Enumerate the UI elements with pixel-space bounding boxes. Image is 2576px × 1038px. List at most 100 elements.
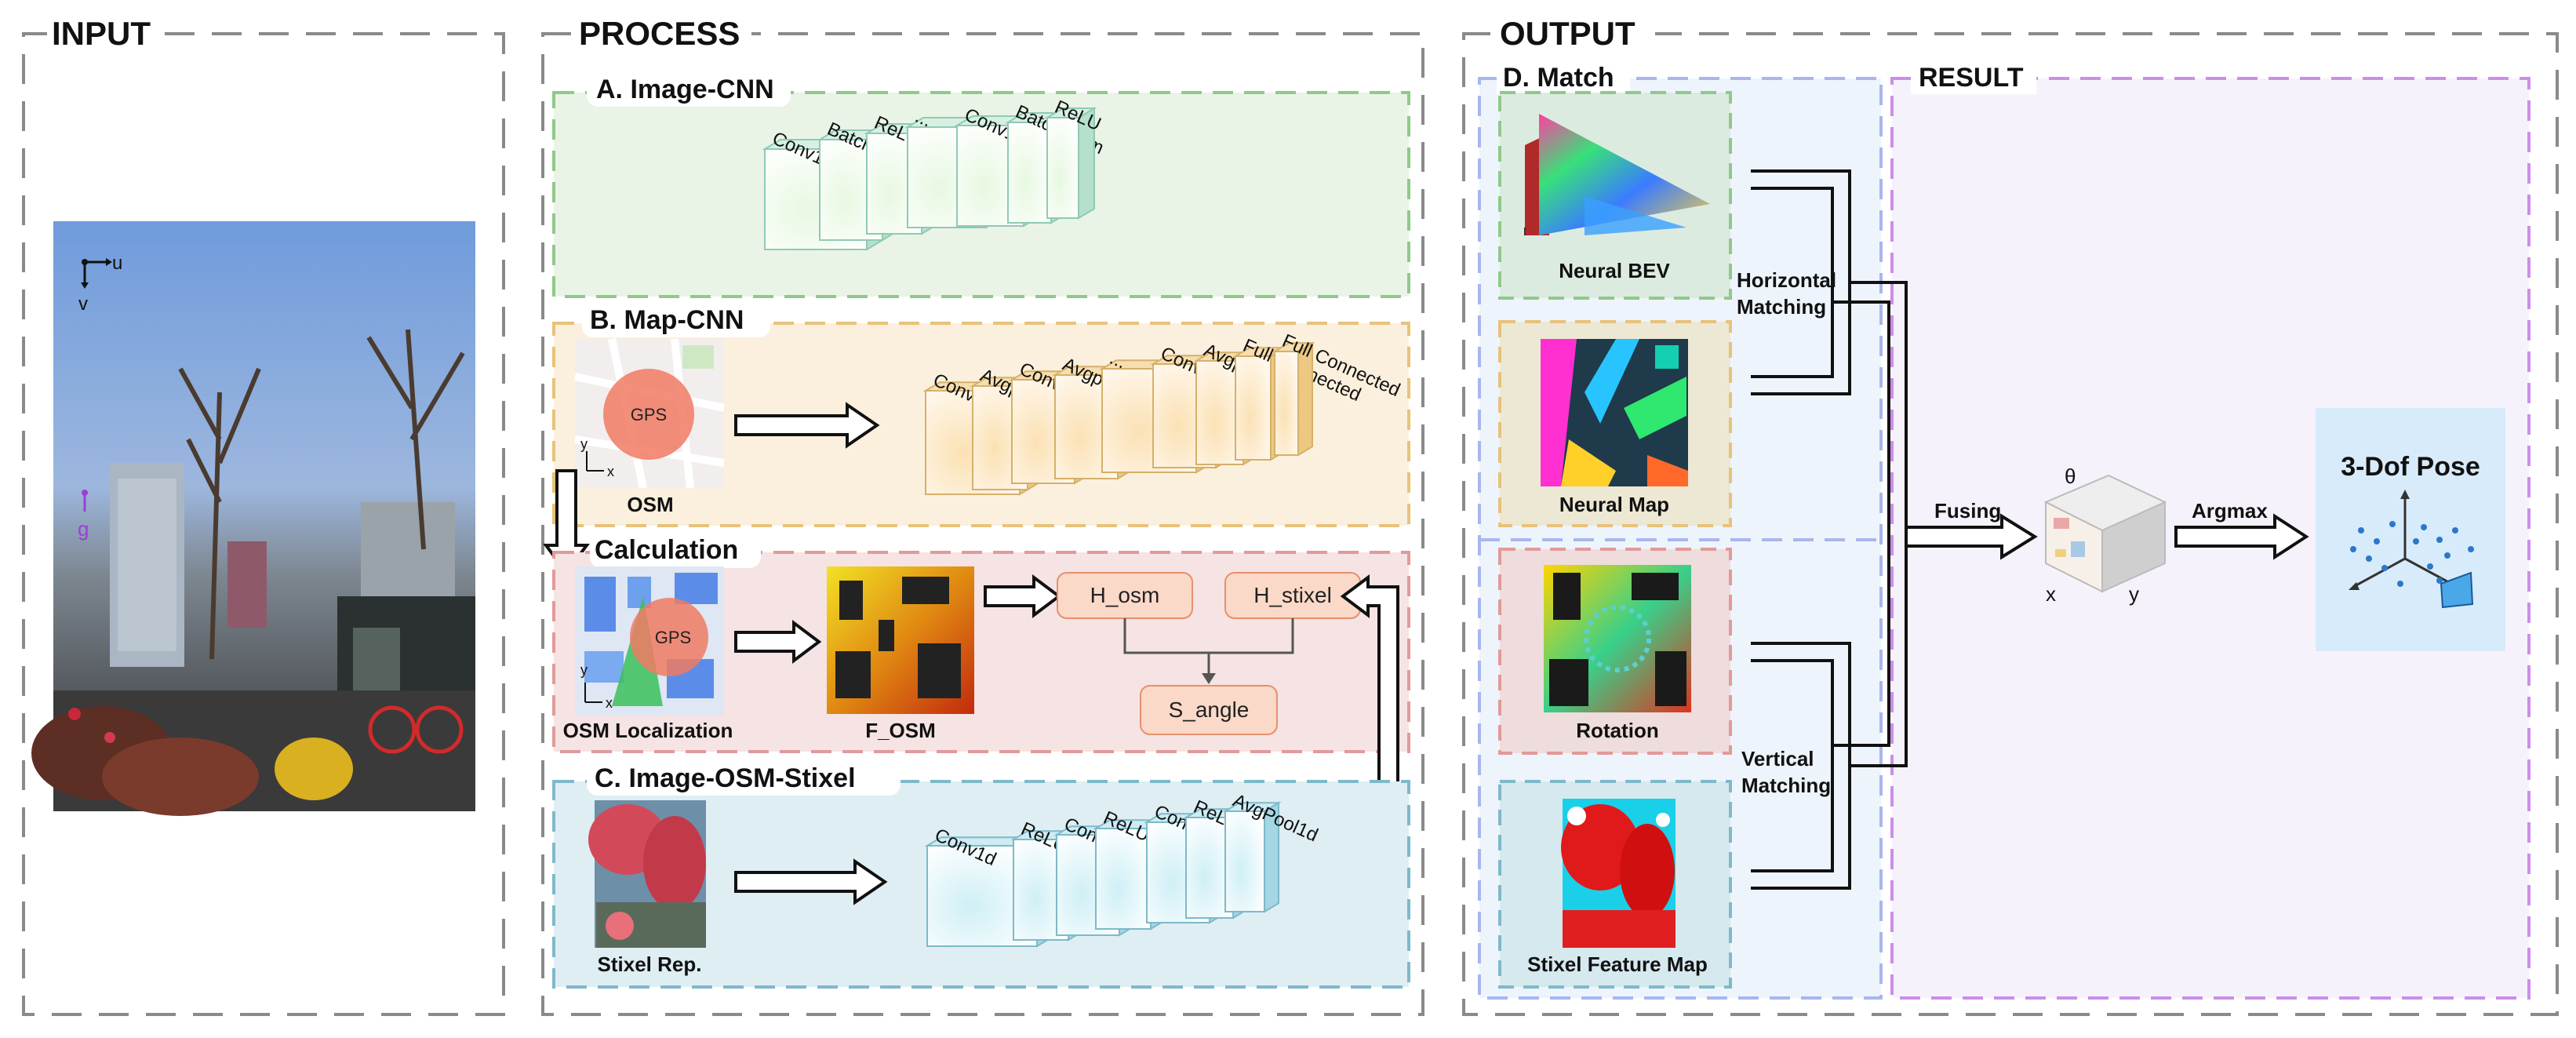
input-frame: [22, 32, 505, 1016]
image-axes: u v g: [78, 253, 122, 541]
osm-axis-y: y: [580, 436, 588, 452]
panel-match-title: D. Match: [1503, 63, 1614, 93]
vertical-matching-line2: Matching: [1741, 774, 1831, 797]
osm-map-thumbnail: GPS y x: [573, 337, 726, 490]
pose-card: [2316, 408, 2505, 651]
panel-map-cnn: B. Map-CNN GPS y x OSM Conv1dAvgpoolConv…: [552, 300, 1410, 527]
neural-bev-visual: [1524, 114, 1710, 235]
neural-map-label: Neural Map: [1559, 493, 1669, 516]
pose-dot: [2366, 555, 2372, 562]
horizontal-matching-line2: Matching: [1737, 295, 1826, 319]
stixel-rep-image: [588, 800, 706, 948]
neural-bev-label: Neural BEV: [1559, 259, 1670, 282]
s-angle-label: S_angle: [1169, 697, 1250, 722]
h-osm-label: H_osm: [1090, 583, 1160, 607]
arrow-osm-to-mapcnn: [734, 402, 880, 449]
arrow-fusing: [1905, 513, 2038, 560]
s-angle-box: [1140, 685, 1278, 735]
fused-volume-cube: [2043, 474, 2167, 593]
horizontal-bracket-inner: [1751, 187, 1834, 378]
output-frame: [1462, 32, 2559, 1016]
f-osm-label: F_OSM: [865, 719, 936, 742]
arrow-fosm-to-hosm: [984, 574, 1062, 618]
image-cnn-layer-stack: Conv1dBatchNormReLU...Conv1dBatchNormReL…: [762, 97, 1107, 251]
osm-localization-label: OSM Localization: [563, 719, 733, 742]
stixel-feature-visual: [1561, 799, 1675, 948]
panel-map-cnn-title: B. Map-CNN: [590, 305, 744, 335]
panel-image-cnn: A. Image-CNN Conv1dBatchNormReLU...Conv1…: [552, 69, 1410, 298]
pose-dot: [2444, 552, 2450, 559]
horizontal-matching-line1: Horizontal: [1737, 268, 1836, 292]
arrow-to-fosm: [734, 620, 822, 664]
panel-calculation-title: Calculation: [595, 535, 738, 565]
pose-dot: [2413, 538, 2419, 544]
pose-dot: [2374, 538, 2380, 544]
stixel-rep-label: Stixel Rep.: [598, 952, 702, 976]
panel-image-cnn-title: A. Image-CNN: [596, 75, 774, 104]
gps-localization-circle: [630, 598, 708, 676]
fusing-trunk-outer: [1850, 281, 1908, 767]
pose-dot: [2397, 581, 2403, 587]
osm-label: OSM: [627, 493, 673, 516]
pose-sample-dots: [2350, 521, 2474, 587]
axis-v-label: v: [78, 293, 88, 315]
axis-u-label: u: [112, 253, 122, 274]
vertical-bracket-inner: [1751, 659, 1834, 872]
rotation-label: Rotation: [1576, 719, 1658, 742]
pose-dot: [2436, 577, 2443, 584]
pose-dot: [2350, 546, 2356, 552]
layers-c-layer: [1222, 801, 1282, 913]
pose-dot: [2389, 521, 2396, 527]
gps-label: GPS: [631, 405, 667, 424]
pose-dot: [2358, 527, 2364, 534]
neural-map-visual: [1541, 339, 1688, 486]
gps-localization-label: GPS: [655, 628, 691, 647]
osm-axis-x: x: [607, 464, 614, 479]
gps-circle: [603, 369, 694, 460]
cube-y-label: y: [2129, 582, 2139, 606]
process-section: PROCESS A. Image-CNN Conv1dBatchNormReLU…: [541, 11, 1424, 1016]
fusing-label: Fusing: [1934, 499, 2001, 523]
pose-dot: [2381, 565, 2388, 571]
pose-title: 3-Dof Pose: [2341, 452, 2480, 482]
stixel-feature-label: Stixel Feature Map: [1527, 952, 1708, 976]
cube-x-label: x: [2046, 582, 2056, 606]
fusing-trunk-inner: [1832, 300, 1890, 747]
h-stixel-label: H_stixel: [1253, 583, 1332, 607]
loc-axis-y: y: [580, 662, 588, 678]
arrow-stixel-to-hstixel: [1340, 574, 1399, 810]
panel-image-osm-stixel-title: C. Image-OSM-Stixel: [595, 763, 856, 793]
arrow-argmax: [2174, 513, 2309, 560]
layers-b-layer: [1272, 341, 1315, 457]
process-title: PROCESS: [579, 15, 740, 52]
panel-calculation: Calculation GPS y x OSM Localization: [552, 530, 1410, 753]
gravity-g-label: g: [78, 517, 89, 541]
f-osm-heatmap: [827, 566, 974, 714]
vertical-matching-line1: Vertical: [1741, 747, 1814, 770]
rotation-visual: [1544, 565, 1691, 712]
cube-theta-label: θ: [2065, 464, 2076, 488]
map-cnn-layer-stack: Conv1dAvgpoolConv1dAvgpool...Conv1dAvgpo…: [922, 330, 1403, 496]
panel-result-title: RESULT: [1919, 63, 2024, 93]
loc-axis-x: x: [606, 695, 613, 711]
input-title: INPUT: [52, 15, 151, 52]
pose-dot: [2436, 537, 2443, 543]
process-frame: [541, 32, 1424, 1016]
argmax-label: Argmax: [2192, 499, 2268, 523]
pose-dot: [2427, 563, 2433, 570]
matching-connectors: [1751, 169, 1908, 890]
input-section: INPUT: [22, 11, 505, 1016]
pose-dot: [2468, 546, 2474, 552]
output-section: OUTPUT D. Match Neural BEV: [1462, 11, 2559, 1016]
osm-localization-map: GPS y x: [575, 566, 724, 716]
layers-a-layer: [1044, 107, 1097, 220]
pose-dot: [2421, 524, 2427, 530]
pose-dot: [2452, 527, 2458, 534]
output-title: OUTPUT: [1500, 15, 1635, 52]
input-street-photo: [31, 221, 475, 816]
arrow-stixel-to-cnn: [734, 858, 888, 905]
pose-visual: [2349, 490, 2474, 609]
panel-match: D. Match Neural BEV Neural Map: [1478, 60, 1883, 1000]
